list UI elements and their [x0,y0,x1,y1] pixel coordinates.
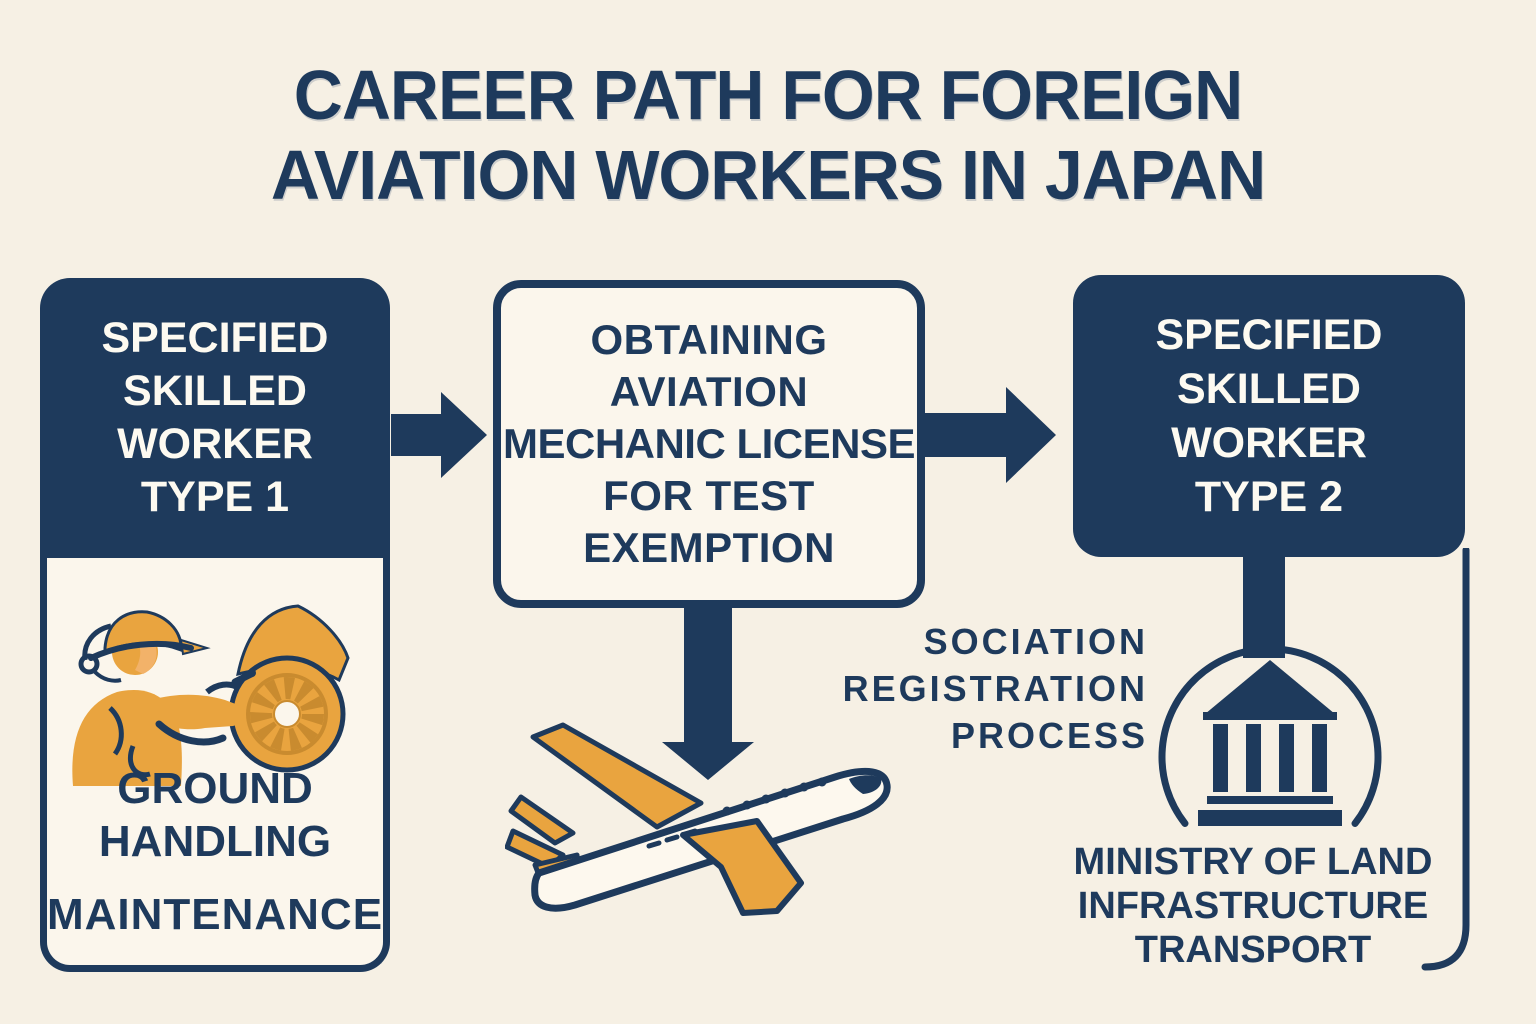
worker-forearm [155,720,227,746]
step1-title-line: SPECIFIED [101,314,329,362]
airplane-tail-fin-upper [508,794,576,846]
arrow-right-icon [925,387,1056,483]
step1-card: SPECIFIED SKILLED WORKER TYPE 1 [40,278,390,972]
step3-title-line: WORKER [1171,419,1367,467]
registration-process-label: SOCIATION REGISTRATION PROCESS [748,618,1148,759]
ground-worker-illustration [72,604,350,786]
category-maintenance: MAINTENANCE [46,890,384,939]
airplane-windows [722,777,827,816]
step1-header: SPECIFIED SKILLED WORKER TYPE 1 [40,278,390,558]
ministry-line: MINISTRY OF LAND [1073,841,1433,883]
building-circle [1158,645,1382,827]
page-title-line1: CAREER PATH FOR FOREIGN [293,56,1243,134]
category-handling: HANDLING [98,817,332,866]
registration-line: SOCIATION [923,621,1148,662]
arrow-right-icon [391,392,487,478]
headset-mic [93,670,122,683]
headset-earpiece [78,653,100,675]
step1-title-line: SKILLED [123,367,307,415]
step3-card: SPECIFIED SKILLED WORKER TYPE 2 [1073,275,1465,557]
airplane-front-wing [680,818,804,916]
turbine-ring [246,673,328,755]
worker-tool [231,670,255,686]
worker-arm [151,694,244,730]
curved-connector-line [1421,548,1470,971]
ministry-line: INFRASTRUCTURE [1077,885,1429,927]
step2-card: OBTAINING AVIATION MECHANIC LICENSE FOR … [493,280,925,608]
step3-title-line: TYPE 2 [1194,473,1344,521]
step3-stem-connector [1243,550,1285,658]
step2-title-line: AVIATION [609,368,809,415]
airplane-cockpit [849,775,882,794]
registration-line: REGISTRATION [842,668,1148,709]
turbine-hub [273,700,301,728]
step2-title-line: MECHANIC LICENSE [502,420,916,467]
airplane-main-wing [530,722,704,830]
step3-title-line: SKILLED [1177,365,1361,413]
page-title-line2: AVIATION WORKERS IN JAPAN [270,135,1266,214]
turbine-blades [250,677,324,751]
step1-title-line: TYPE 1 [140,473,290,521]
step2-title-line: OBTAINING [590,316,828,363]
worker-tool-tip [248,669,256,677]
step1-title-line: WORKER [117,420,313,468]
ministry-label: MINISTRY OF LAND INFRASTRUCTURE TRANSPOR… [1053,840,1453,972]
worker-hand [205,681,241,695]
airplane-illustration [505,722,891,916]
building-shape [1198,660,1342,826]
step2-title-line: FOR TEST [603,472,815,519]
page-title: CAREER PATH FOR FOREIGN AVIATION WORKERS… [0,56,1536,216]
step3-title-line: SPECIFIED [1155,311,1383,359]
worker-strap [108,706,124,756]
ministry-line: TRANSPORT [1134,929,1372,971]
step2-title-line: EXEMPTION [583,524,835,571]
arrow-down-icon [662,600,754,780]
worker-cap-brim [88,640,194,661]
registration-line: PROCESS [950,715,1148,756]
category-ground: GROUND [117,764,313,813]
worker-strap2 [127,745,151,778]
step1-categories: GROUND HANDLING [40,762,390,868]
government-building-icon [1158,645,1382,827]
